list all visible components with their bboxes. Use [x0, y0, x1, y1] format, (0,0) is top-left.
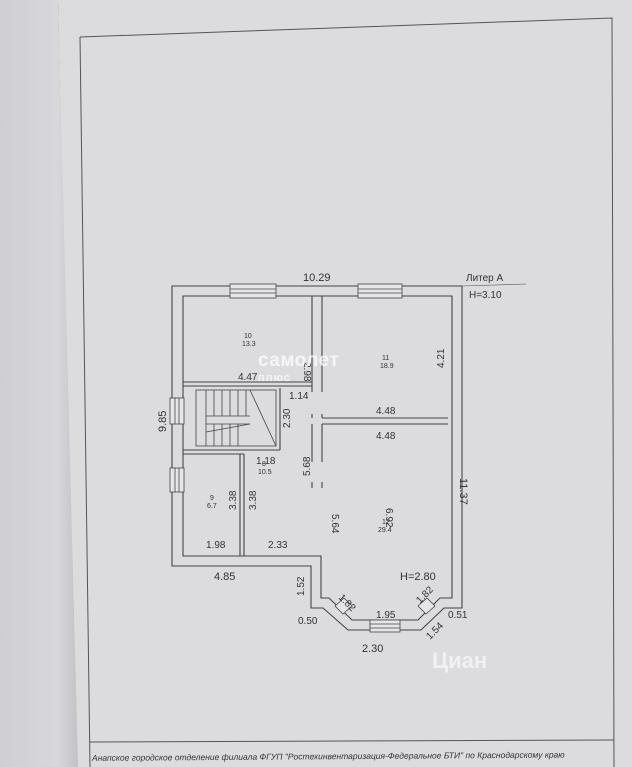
windows: [169, 283, 436, 633]
interior-walls: [183, 296, 448, 556]
dim-room11-side: 4.21: [436, 348, 447, 368]
dim-stair-2: 2.30: [282, 408, 293, 428]
dim-bay-left-vert: 1.52: [296, 576, 307, 596]
dim-bottom-left: 4.85: [214, 571, 235, 583]
page-frame-left: [79, 36, 91, 767]
footer-rule: [89, 739, 615, 743]
dim-room10-bottom: 4.47: [238, 372, 258, 383]
height-main: H=3.10: [469, 290, 502, 301]
dim-bay-diag-right: 1.82: [414, 584, 436, 606]
dim-room9-side: 3.38: [228, 490, 239, 510]
dim-hall-side: 5.68: [302, 456, 313, 476]
outer-walls: [171, 285, 463, 631]
room10-number: 10: [244, 333, 252, 340]
dim-left-height: 9.85: [157, 411, 169, 432]
room10-area: 13.3: [242, 341, 256, 348]
room11-number: 11: [382, 355, 389, 362]
dim-room9-bottom: 1.98: [206, 540, 226, 551]
staircase: [195, 389, 277, 447]
dim-room10-side: 2.98: [301, 362, 312, 382]
dim-room8-side: 3.38: [248, 490, 259, 510]
dim-right-height: 11.37: [457, 478, 469, 505]
room9-area: 6.7: [207, 503, 217, 510]
dim-room12-left: 5.64: [329, 514, 340, 534]
dim-room12-top: 4.48: [376, 431, 396, 442]
room11-area: 18.9: [380, 363, 394, 370]
watermark-samolet: самолет: [258, 350, 340, 371]
room9-number: 9: [210, 495, 214, 502]
dim-room11-bottom: 4.48: [376, 406, 396, 417]
dim-hall-top: 1.18: [256, 456, 276, 467]
dim-bay-left-off: 0.50: [298, 616, 318, 627]
dim-room12-mid: 6.92: [383, 508, 394, 528]
room12-height: H=2.80: [400, 571, 436, 583]
room8-area: 10.5: [258, 469, 272, 476]
room8-number: 8: [262, 461, 266, 468]
liter-label: Литер А: [466, 273, 504, 284]
dim-top-width: 10.29: [303, 272, 331, 284]
door-openings: [311, 392, 323, 482]
dimension-lines: [461, 283, 527, 287]
dim-stair-1: 1.14: [289, 391, 309, 402]
dim-bay-front: 1.95: [376, 610, 396, 621]
page-frame: [79, 17, 615, 767]
dim-bay-diag-left: 1.82: [336, 592, 358, 614]
room12-area: 29.4: [378, 527, 392, 534]
dim-bay-right-off: 0.51: [448, 610, 468, 621]
dim-room8-bottom: 2.33: [268, 540, 288, 551]
watermark-cian: Циан: [432, 648, 488, 673]
dim-bay-width: 2.30: [362, 643, 383, 655]
room12-number: 12: [382, 519, 390, 526]
watermark-plus: плюс: [258, 372, 291, 384]
